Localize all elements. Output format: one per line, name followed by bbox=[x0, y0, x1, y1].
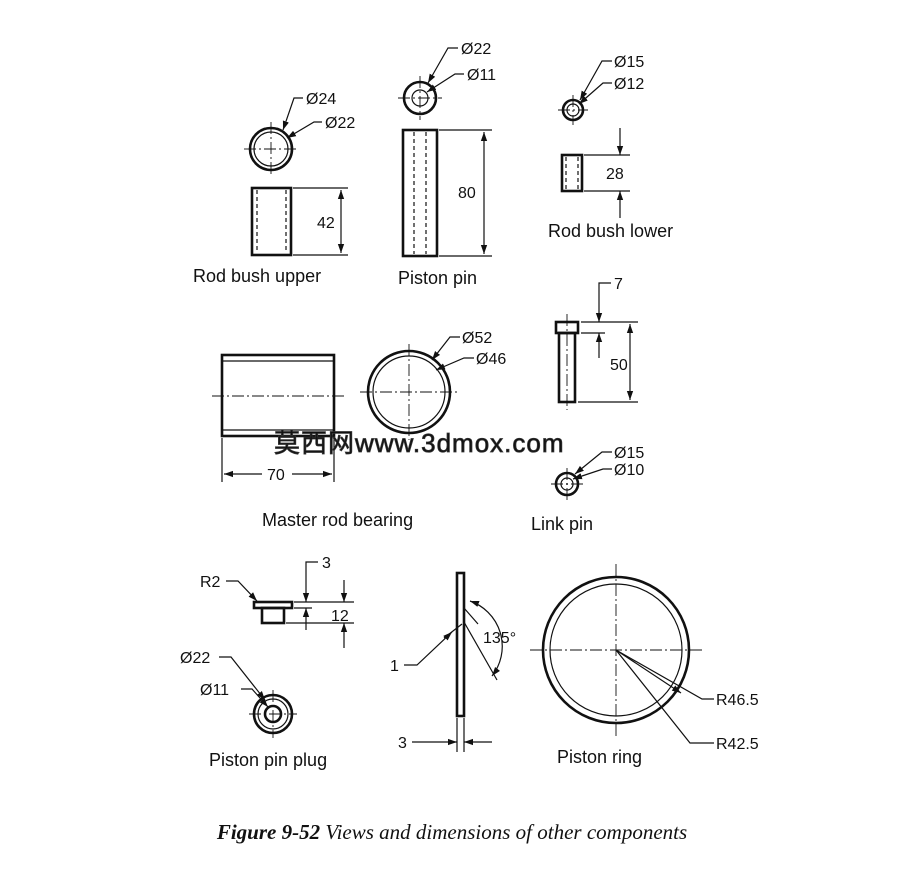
ring-angle-dim bbox=[463, 600, 503, 681]
rod-bush-lower-end-view bbox=[558, 95, 588, 125]
rod-bush-lower-length-dim bbox=[584, 128, 630, 218]
rod-bush-upper-inner-dia: Ø22 bbox=[325, 115, 355, 132]
rod-bush-lower-label: Rod bush lower bbox=[548, 221, 673, 241]
master-rod-bearing-inner-dia: Ø46 bbox=[476, 351, 506, 368]
piston-pin-side-view bbox=[401, 128, 439, 258]
master-rod-bearing: 70 Ø52 Ø46 Master rod bearing bbox=[212, 330, 506, 530]
piston-ring-outer-radius: R46.5 bbox=[716, 692, 759, 709]
piston-pin-label: Piston pin bbox=[398, 268, 477, 288]
piston-ring-angle: 135° bbox=[483, 630, 516, 647]
master-rod-bearing-leaders bbox=[431, 336, 474, 371]
piston-pin-plug-end-leaders bbox=[219, 656, 269, 708]
piston-pin-plug-length: 12 bbox=[331, 608, 349, 625]
rod-bush-upper-length-dim bbox=[293, 187, 348, 256]
piston-ring-label: Piston ring bbox=[557, 747, 642, 767]
piston-pin-outer-dia: Ø22 bbox=[461, 41, 491, 58]
rod-bush-lower-outer-dia: Ø15 bbox=[614, 54, 644, 71]
link-pin-inner-dia: Ø10 bbox=[614, 462, 644, 479]
piston-pin-plug-inner-dia: Ø11 bbox=[200, 682, 229, 699]
rod-bush-upper-leaders bbox=[282, 97, 322, 139]
rod-bush-upper-end-view bbox=[244, 122, 298, 176]
link-pin-label: Link pin bbox=[531, 514, 593, 534]
rod-bush-upper: Ø24 Ø22 42 Rod bush upper bbox=[193, 91, 355, 286]
master-rod-bearing-length: 70 bbox=[267, 467, 285, 484]
rod-bush-upper-outer-dia: Ø24 bbox=[306, 91, 336, 108]
figure-caption-text: Views and dimensions of other components bbox=[325, 820, 688, 844]
piston-pin-leaders bbox=[426, 47, 464, 93]
master-rod-bearing-end-view bbox=[360, 344, 458, 440]
master-rod-bearing-length-dim bbox=[221, 438, 335, 482]
piston-pin-plug-leaders bbox=[226, 580, 258, 602]
rod-bush-lower-inner-dia: Ø12 bbox=[614, 76, 644, 93]
piston-ring: R46.5 R42.5 Piston ring bbox=[530, 564, 759, 767]
rod-bush-upper-side-view bbox=[250, 186, 293, 257]
piston-pin-plug: R2 3 12 Ø22 Ø11 Piston pin plug bbox=[180, 555, 354, 770]
master-rod-bearing-side-view bbox=[212, 353, 345, 438]
link-pin: 7 50 Ø15 Ø10 Link pin bbox=[531, 276, 644, 534]
rod-bush-upper-length: 42 bbox=[317, 215, 335, 232]
rod-bush-upper-label: Rod bush upper bbox=[193, 266, 321, 286]
piston-pin-plug-radius: R2 bbox=[200, 574, 221, 591]
link-pin-head: 7 bbox=[614, 276, 623, 293]
piston-ring-thickness: 3 bbox=[398, 735, 407, 752]
piston-pin-plug-outer-dia: Ø22 bbox=[180, 650, 210, 667]
piston-pin-plug-head: 3 bbox=[322, 555, 331, 572]
piston-ring-inner-radius: R42.5 bbox=[716, 736, 759, 753]
link-pin-leaders bbox=[572, 451, 612, 480]
link-pin-length: 50 bbox=[610, 357, 628, 374]
rod-bush-lower-length: 28 bbox=[606, 166, 624, 183]
rod-bush-lower-leaders bbox=[578, 60, 612, 105]
figure-caption: Figure 9-52 Views and dimensions of othe… bbox=[0, 820, 904, 845]
piston-ring-radius-leaders bbox=[615, 649, 714, 744]
master-rod-bearing-outer-dia: Ø52 bbox=[462, 330, 492, 347]
figure-number: Figure 9-52 bbox=[216, 820, 321, 844]
rod-bush-lower: Ø15 Ø12 28 Rod bush lower bbox=[548, 54, 673, 241]
link-pin-end-view bbox=[551, 468, 583, 500]
piston-pin-plug-end-view bbox=[249, 690, 297, 738]
master-rod-bearing-label: Master rod bearing bbox=[262, 510, 413, 530]
watermark: 莫西网www.3dmox.com bbox=[274, 428, 565, 458]
link-pin-side-view bbox=[554, 314, 580, 410]
piston-pin-inner-dia: Ø11 bbox=[467, 67, 496, 84]
piston-pin-plug-side-view bbox=[252, 600, 294, 625]
ring-thickness-dim bbox=[412, 718, 492, 752]
piston-pin-length-dim bbox=[439, 129, 492, 257]
ring-chamfer-leader bbox=[404, 623, 463, 666]
rod-bush-lower-side-view bbox=[560, 153, 584, 193]
piston-ring-section: 1 135° 3 bbox=[390, 571, 516, 752]
piston-ring-chamfer: 1 bbox=[390, 658, 399, 675]
link-pin-outer-dia: Ø15 bbox=[614, 445, 644, 462]
piston-pin-plug-label: Piston pin plug bbox=[209, 750, 327, 770]
piston-pin-length: 80 bbox=[458, 185, 476, 202]
piston-pin-end-view bbox=[398, 76, 442, 120]
piston-pin: Ø22 Ø11 80 Piston pin bbox=[398, 41, 496, 288]
piston-pin-plug-dims bbox=[286, 561, 354, 648]
link-pin-dims bbox=[578, 282, 638, 403]
